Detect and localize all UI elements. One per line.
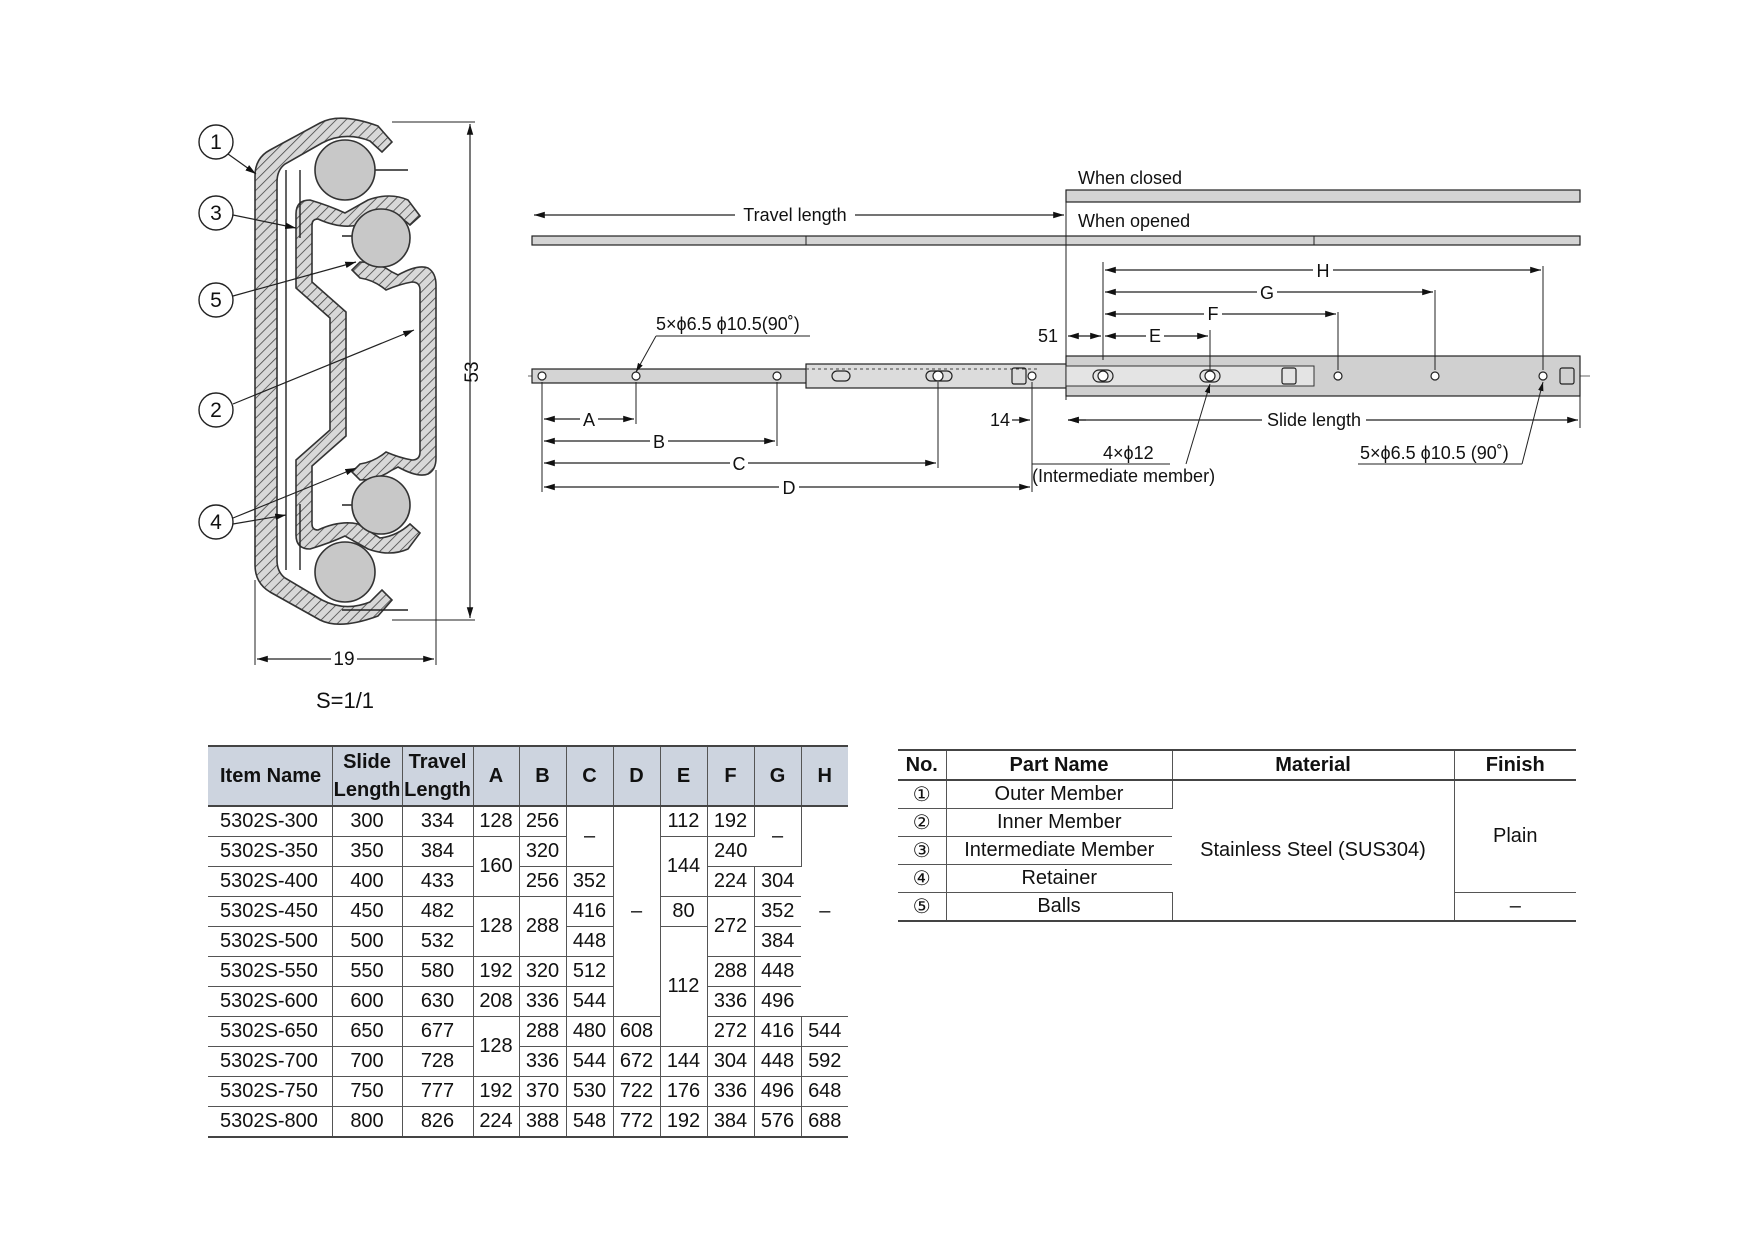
dim-B: B [653,432,665,452]
header-E: E [660,745,708,807]
parts-table: No. Part Name Material Finish ① Outer Me… [898,749,1576,922]
header-material: Material [1172,749,1455,781]
technical-drawing: 1 3 5 2 4 53 [198,117,1590,713]
callout-5: 5 [198,261,357,318]
when-closed-label: When closed [1078,168,1182,188]
callout-4: 4 [198,467,357,540]
header-item-name: Item Name [208,745,333,807]
ball-bottom-outer [314,541,376,603]
hole-note-left: 5×ϕ6.5 ϕ10.5(90˚) [656,314,800,334]
cross-section: 1 3 5 2 4 53 [198,117,483,713]
header-D: D [613,745,661,807]
part-row: ② Inner Member [898,808,1576,837]
table-row: 5302S-450 450 482 128 288 416 80 272 352 [208,896,848,957]
header-H: H [801,745,848,807]
svg-text:5: 5 [210,289,222,312]
height-dim: 53 [462,361,483,382]
table-row: 5302S-550 550 580 192 320 512 288 448 [208,956,848,987]
table-row: 5302S-750 750 777 192 370 530 722 176 33… [208,1076,848,1107]
header-finish: Finish [1454,749,1576,781]
table-row: 5302S-800 800 826 224 388 548 772 192 38… [208,1106,848,1138]
ball-top-outer [314,139,376,201]
dim-D: D [783,478,796,498]
header-F: F [707,745,755,807]
dim-14: 14 [990,410,1010,430]
dim-C: C [733,454,746,474]
callout-3: 3 [198,195,297,231]
finish-balls-cell: – [1454,892,1576,922]
outer-member-profile [254,117,394,625]
table-row: 5302S-300 300 334 128 256 – – 112 192 – … [208,806,848,1017]
table-row: 5302S-350 350 384 160 320 144 240 [208,836,848,897]
dim-E: E [1149,326,1161,346]
callout-2: 2 [198,329,415,428]
scale-label: S=1/1 [316,688,374,713]
header-A: A [473,745,520,807]
svg-text:2: 2 [210,399,222,422]
header-part-name: Part Name [946,749,1173,781]
material-cell: Stainless Steel (SUS304) [1172,780,1455,922]
inner-member-profile [350,261,437,481]
callout-1: 1 [198,124,257,175]
dim-H: H [1317,261,1330,281]
svg-text:1: 1 [210,131,222,154]
part-row: ③ Intermediate Member [898,836,1576,865]
header-G: G [754,745,802,807]
header-B: B [519,745,567,807]
dim-G: G [1260,283,1274,303]
table-row: 5302S-700 700 728 336 544 672 144 304 44… [208,1046,848,1077]
dim-51: 51 [1038,326,1058,346]
dim-F: F [1208,304,1219,324]
width-dim: 19 [333,649,354,670]
table-row: 5302S-650 650 677 128 288 480 608 272 41… [208,1016,848,1077]
part-row: ⑤ Balls – [898,892,1576,922]
table-row: 5302S-400 400 433 256 352 224 304 [208,866,848,897]
table-row: 5302S-500 500 532 448 112 384 [208,926,848,1047]
slide-length-label: Slide length [1267,410,1361,430]
intermediate-member-profile [295,195,422,554]
table-row: 5302S-600 600 630 208 336 544 336 496 [208,986,848,1017]
finish-cell: Plain [1454,780,1576,893]
travel-length-label: Travel length [743,205,846,225]
hole-note-right: 5×ϕ6.5 ϕ10.5 (90˚) [1360,443,1509,463]
header-no: No. [898,749,947,781]
side-view-main: H G F E 51 5×ϕ6.5 ϕ10.5(90˚) A B C D [528,260,1590,498]
when-opened-label: When opened [1078,211,1190,231]
header-C: C [566,745,614,807]
hole-note-mid: 4×ϕ12 [1103,443,1154,463]
ball-top-inner [351,208,411,268]
ball-bottom-inner [351,475,411,535]
part-row: ① Outer Member Stainless Steel (SUS304) … [898,780,1576,922]
svg-text:4: 4 [210,511,222,534]
part-row: ④ Retainer [898,864,1576,893]
hole-note-mid-2: (Intermediate member) [1032,466,1215,486]
svg-text:3: 3 [210,202,222,225]
dim-A: A [583,410,595,430]
